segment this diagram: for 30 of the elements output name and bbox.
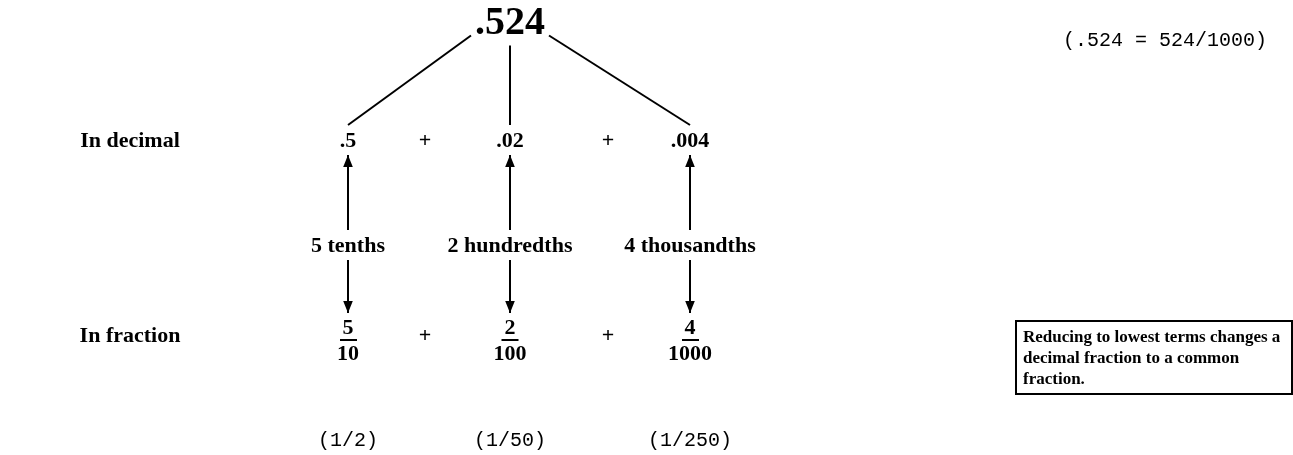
- plus-sign: +: [418, 322, 432, 348]
- fraction: 4 1000: [668, 315, 712, 365]
- reduced-fraction: (1/250): [648, 428, 732, 452]
- plus-sign: +: [601, 322, 615, 348]
- arrow: [685, 154, 695, 231]
- place-value-text: 4 thousandths: [624, 232, 756, 258]
- arrow: [343, 154, 353, 231]
- place-value-text: 5 tenths: [311, 232, 385, 258]
- connector-line: [548, 34, 691, 126]
- note-box: Reducing to lowest terms changes a decimal fraction to a common fraction.: [1015, 320, 1293, 395]
- arrow: [343, 259, 353, 314]
- reduced-fraction: (1/50): [474, 428, 546, 452]
- plus-sign: +: [418, 127, 432, 153]
- arrow: [505, 259, 515, 314]
- fraction: 2 100: [493, 315, 527, 365]
- place-value-text: 2 hundredths: [447, 232, 573, 258]
- reduced-fraction: (1/2): [318, 428, 378, 452]
- number: .524: [475, 0, 545, 44]
- arrow: [505, 154, 515, 231]
- connector-line: [347, 34, 472, 126]
- row-label: In decimal: [80, 127, 180, 153]
- fraction: 5 10: [337, 315, 359, 365]
- equation-note: (.524 = 524/1000): [1063, 28, 1267, 52]
- decimal-digit: .5: [339, 127, 357, 153]
- row-label: In fraction: [79, 322, 181, 348]
- decimal-digit: .02: [496, 127, 524, 153]
- arrow: [685, 259, 695, 314]
- connector-line: [509, 44, 511, 126]
- decimal-digit: .004: [670, 127, 710, 153]
- plus-sign: +: [601, 127, 615, 153]
